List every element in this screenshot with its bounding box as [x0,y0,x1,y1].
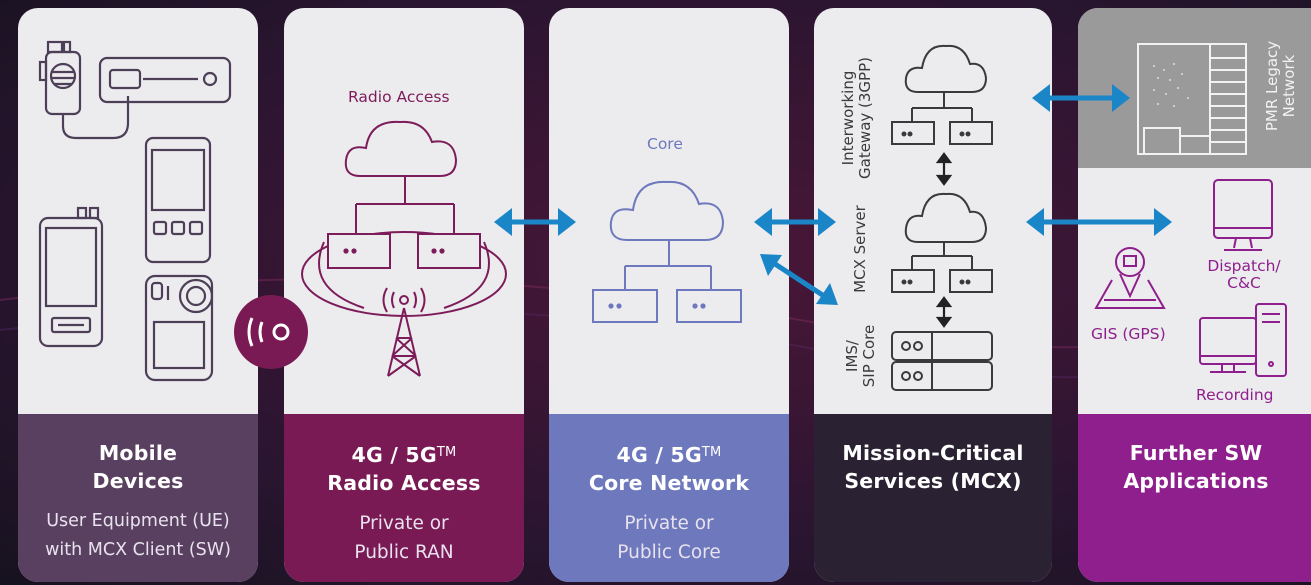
server-icon [327,233,391,269]
mcx-illustration [891,44,993,391]
radio-access-illustration [301,120,507,377]
tablet-icon [144,136,212,264]
recording-computer-icon [1199,303,1287,377]
core-network-panel: Core 4G / 5GTM Core Network Private or P… [549,8,789,582]
cloud-icon [344,120,458,177]
server-icon [949,269,993,293]
storage-icon [891,361,993,391]
dispatch-label: Dispatch/ C&C [1207,257,1281,292]
monitor-icon [1213,179,1273,251]
vehicle-radio-icon [98,56,232,104]
cell-tower-icon [382,287,426,377]
storage-icon [891,331,993,361]
cloud-icon [904,44,988,93]
further-apps-illustration [1094,43,1287,377]
server-icon [949,121,993,145]
core-network-subtitle: Private or Public Core [617,513,721,563]
rugged-phone-icon [38,206,104,348]
radio-access-subtitle: Private or Public RAN [354,513,454,563]
further-apps-panel: PMR Legacy Network [1078,8,1311,582]
cloud-icon [904,192,988,243]
server-icon [891,121,935,145]
pmr-building-icon [1137,43,1247,155]
core-network-footer: 4G / 5GTM Core Network Private or Public… [549,414,789,582]
mobile-devices-panel: Mobile Devices User Equipment (UE) with … [18,8,258,582]
mobile-devices-title: Mobile Devices [92,441,184,493]
gis-map-icon [1094,247,1166,309]
mcx-title: Mission-Critical Services (MCX) [842,441,1024,493]
mobile-devices-footer: Mobile Devices User Equipment (UE) with … [18,414,258,582]
core-network-title: 4G / 5GTM Core Network [588,443,750,495]
vertical-arrows [935,152,953,328]
server-icon [417,233,481,269]
coverage-ellipse [301,231,507,317]
further-apps-footer: Further SW Applications [1078,414,1311,582]
mobile-devices-illustration [38,40,232,382]
mcx-panel: Interworking Gateway (3GPP) MCX Server I… [814,8,1052,582]
recording-label: Recording [1196,386,1274,404]
mcx-footer: Mission-Critical Services (MCX) [814,414,1052,582]
server-icon [891,269,935,293]
core-network-illustration [592,180,742,323]
further-apps-title: Further SW Applications [1123,441,1269,493]
radio-access-label: Radio Access [348,88,450,106]
pmr-dots [1153,63,1189,107]
ran-ellipse-icon [318,241,490,309]
core-label: Core [647,135,683,153]
server-icon [592,289,658,323]
cloud-icon [609,180,725,241]
handheld-mic-icon [38,40,130,140]
radio-access-title: 4G / 5GTM Radio Access [327,443,481,495]
body-camera-icon [144,274,214,382]
gis-label: GIS (GPS) [1091,325,1166,343]
radio-access-panel: Radio Access [284,8,524,582]
server-icon [676,289,742,323]
mobile-devices-subtitle: User Equipment (UE) with MCX Client (SW) [45,511,231,560]
radio-access-footer: 4G / 5GTM Radio Access Private or Public… [284,414,524,582]
